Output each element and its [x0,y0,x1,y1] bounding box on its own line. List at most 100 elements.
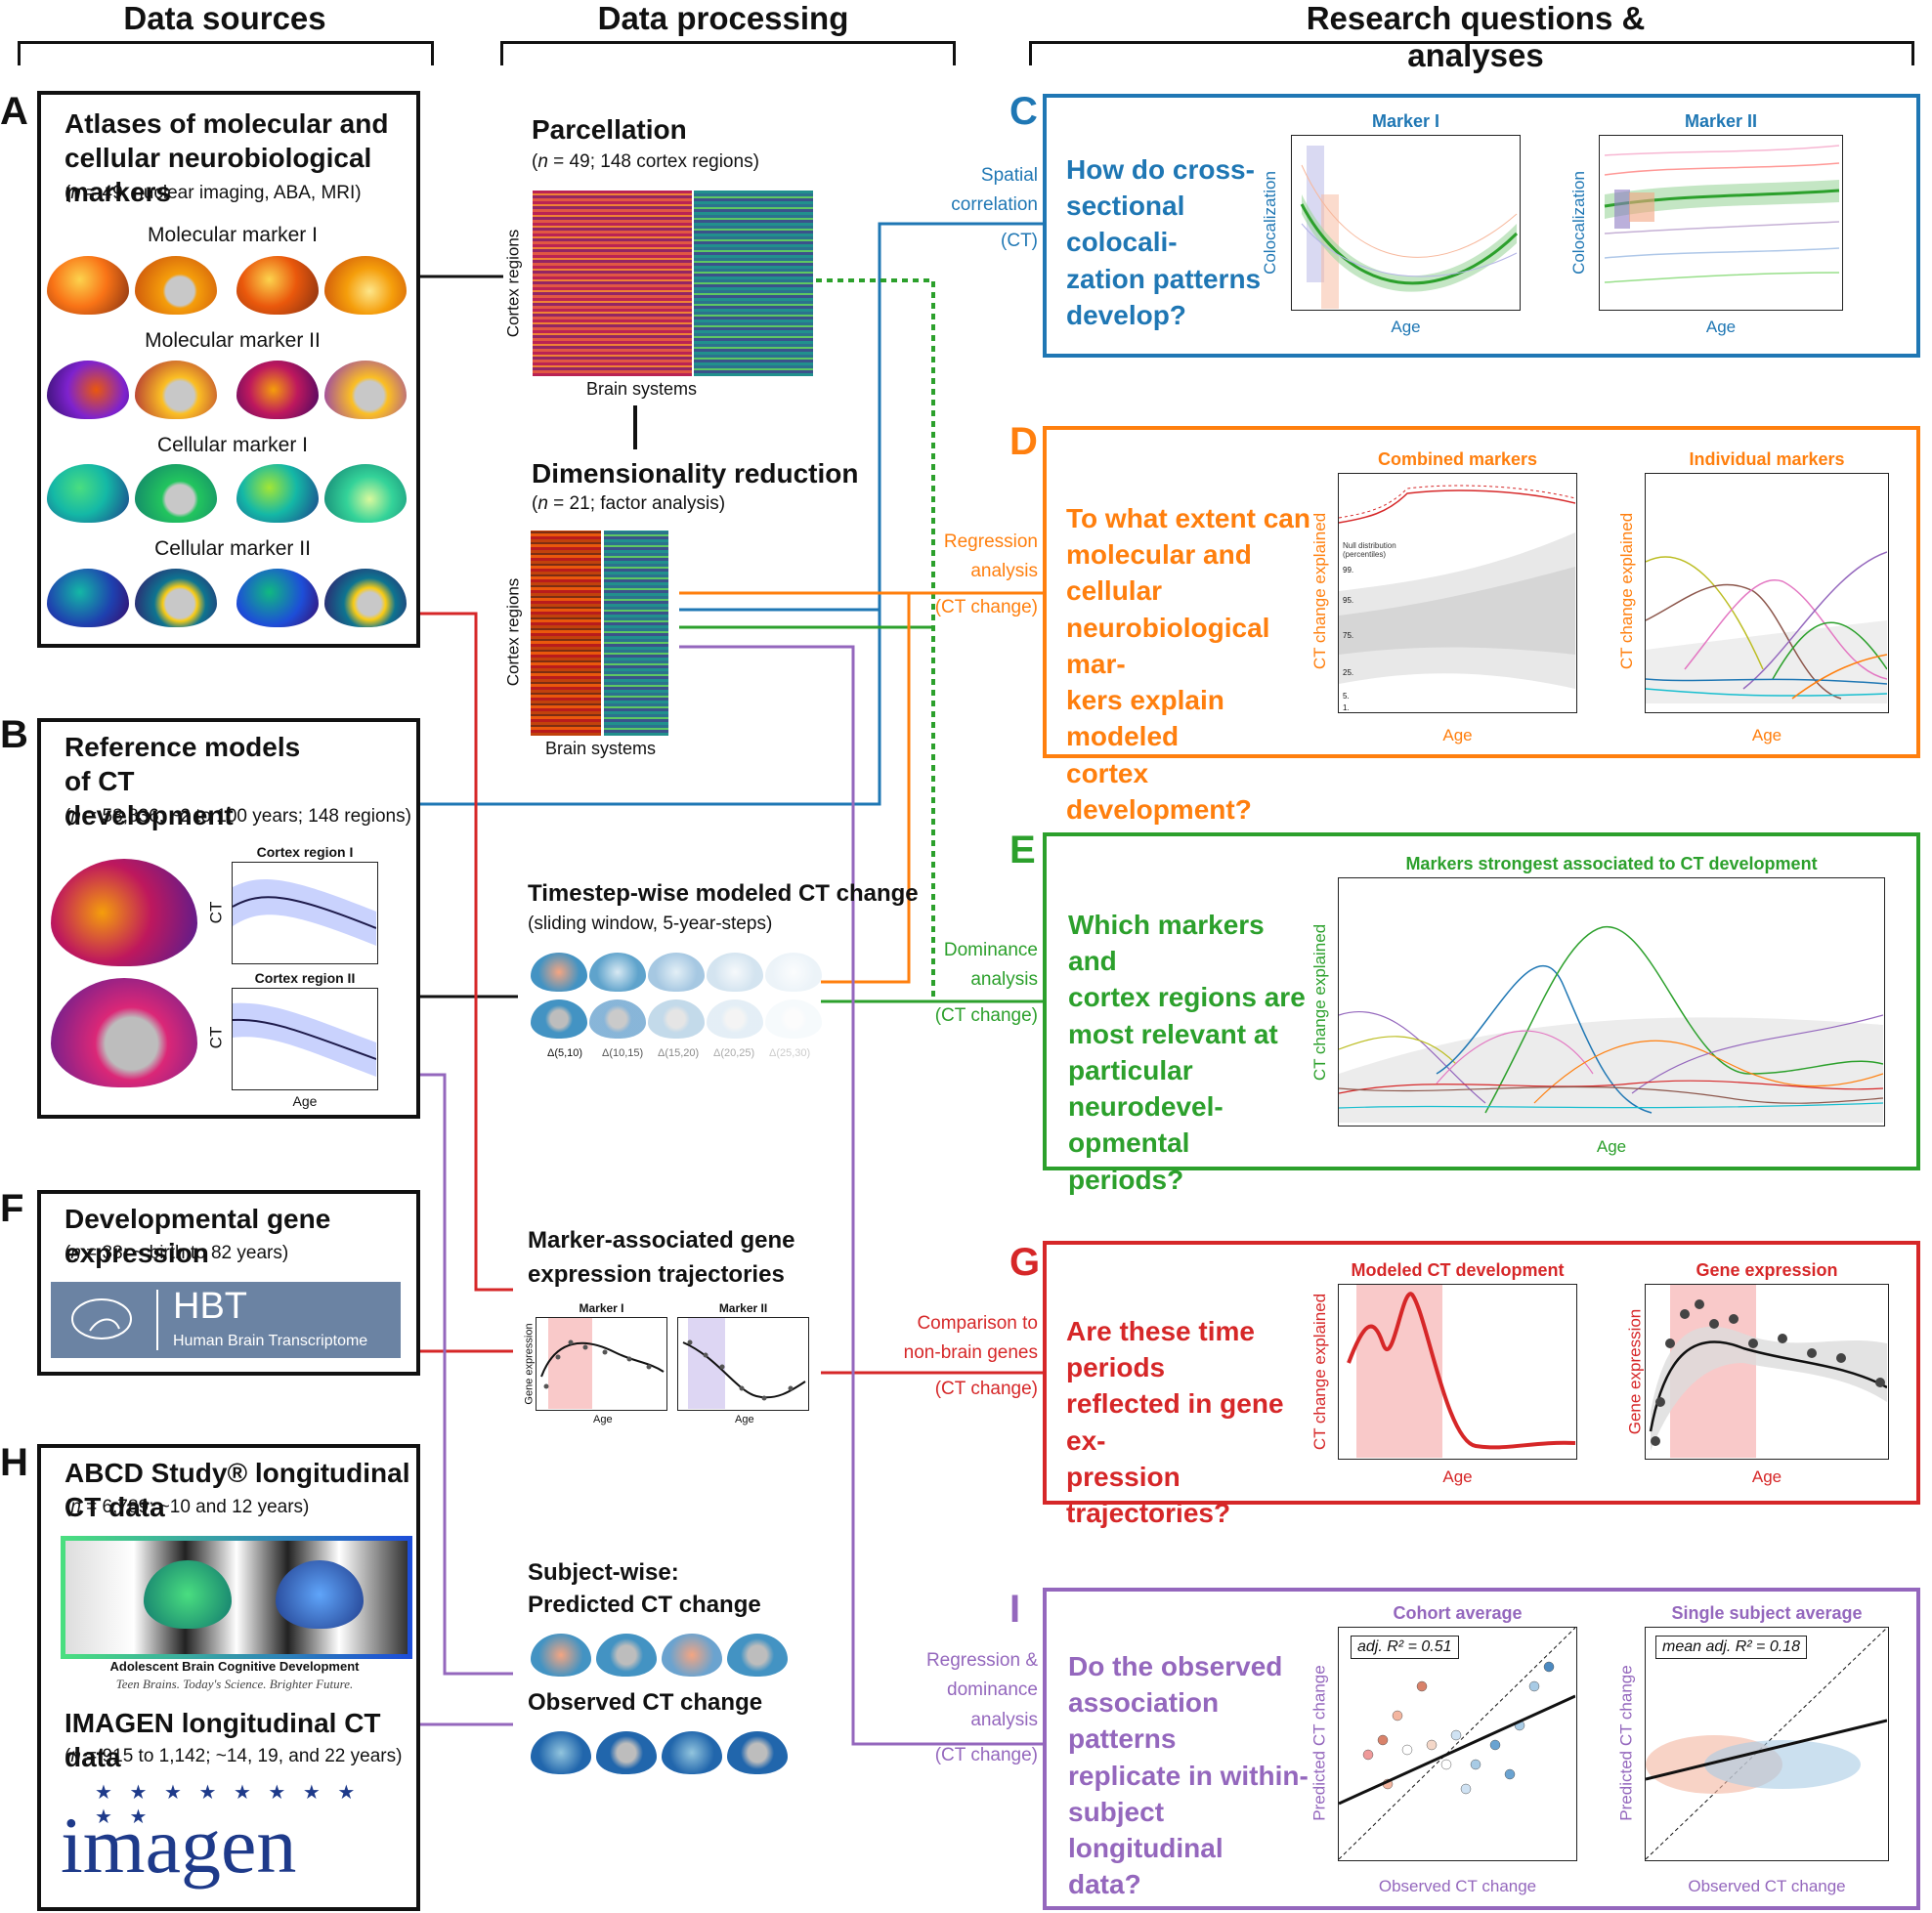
brain-image [324,569,407,627]
brain-image [707,999,763,1039]
question-line: develop? [1066,299,1186,330]
brain-image [648,953,705,992]
bracket-sources [18,41,434,65]
cortex-region-xlabel: Age [292,1093,318,1109]
question-d: To what extent can molecular and cellula… [1066,500,1310,828]
gene-traj-plot-1-svg [540,1318,665,1409]
column-header-processing: Data processing [597,0,849,36]
method-line: (CT change) [934,596,1038,617]
abcd-logo [61,1536,412,1659]
hbt-logo: HBT Human Brain Transcriptome [51,1282,401,1358]
gene-traj-title-2: expression trajectories [528,1261,785,1288]
panel-i-plot2-ylabel: Predicted CT change [1616,1665,1636,1821]
parcellation-heatmap-cool [694,191,813,376]
question-line: particular neurodevel- [1068,1054,1224,1123]
brain-image [589,953,646,992]
panel-h-subtitle-imagen-rest: = 915 to 1,142; ~14, 19, and 22 years) [80,1746,403,1766]
brain-image [727,1731,788,1774]
dimred-ylabel: Cortex regions [503,577,523,687]
panel-d: To what extent can molecular and cellula… [1043,426,1920,825]
abcd-name: Adolescent Brain Cognitive Development [109,1659,360,1674]
cortex-region-2-title: Cortex region II [254,970,356,986]
panel-i-plot2-title: Single subject average [1671,1603,1863,1623]
panel-a-subtitle: (n = 49; nuclear imaging, ABA, MRI) [64,183,362,203]
question-line: cortex development? [1066,757,1252,825]
question-line: reflected in gene ex- [1066,1388,1284,1456]
panel-letter-c: C [1009,90,1038,133]
panel-h-subtitle-abcd: (n = 6,789; ~10 and 12 years) [64,1497,310,1517]
null-distribution-label: Null distribution (percentiles) [1343,541,1396,560]
brain-image [531,1731,591,1774]
panel-b: Reference models of CT development (n = … [37,718,420,1119]
panel-i-plot2-svg [1645,1627,1888,1860]
timestep-label-5: Δ(25,30) [769,1047,811,1059]
panel-a-title: Atlases of molecular and cellular neurob… [64,108,389,207]
brain-image [596,1731,657,1774]
panel-i-plot1-title: Cohort average [1393,1603,1523,1623]
observed-title: Observed CT change [528,1689,763,1716]
brain-image [707,953,763,992]
subject-title-1: Subject-wise: [528,1559,679,1586]
question-line: Which markers and [1068,910,1265,977]
n-symbol: n [537,493,548,514]
method-line: Comparison to [917,1313,1038,1334]
brain-image [236,361,319,419]
method-line: analysis [970,1709,1038,1730]
brain-lateral-image [51,859,197,966]
question-line: kers explain modeled [1066,685,1224,752]
panel-g-plot1-xlabel: Age [1442,1467,1473,1486]
panel-b-subtitle: (n = 58,836; ~2 to 100 years; 148 region… [64,806,411,827]
brain-image [662,1634,722,1677]
panel-c-plot2-title: Marker II [1684,111,1758,131]
cortex-region-2-plot [232,988,378,1090]
timestep-label-4: Δ(20,25) [713,1047,755,1059]
marker-label-cellular-2: Cellular marker II [154,537,311,560]
brain-image [47,464,129,523]
panel-i-plot1: adj. R² = 0.51 [1338,1627,1577,1861]
panel-letter-a: A [0,90,28,133]
n-symbol: n [537,151,548,172]
dimred-xlabel: Brain systems [545,739,657,758]
parcellation-heatmap-warm [533,191,692,376]
panel-h-subtitle-abcd-rest: = 6,789; ~10 and 12 years) [80,1497,310,1517]
panel-c-plot2-xlabel: Age [1705,318,1737,336]
brain-image [531,953,587,992]
question-c: How do cross- sectional colocali- zation… [1066,151,1271,333]
imagen-stars: ★ ★ ★ ★ ★ ★ ★ ★ ★ ★ [95,1782,362,1828]
panel-c-plot1-svg [1300,146,1519,309]
gene-traj-title-1: Marker-associated gene [528,1227,795,1254]
timestep-subtitle: (sliding window, 5-year-steps) [528,914,773,934]
n-symbol: n [70,1497,81,1517]
abcd-brain-blue [276,1560,364,1629]
gene-traj-xlabel-2: Age [735,1414,754,1425]
ct-trajectory-1 [232,879,377,946]
r-squared-badge: adj. R² = 0.51 [1351,1636,1459,1659]
marker-label-molecular-2: Molecular marker II [145,329,321,352]
question-line: How do cross- [1066,154,1255,185]
n-symbol: n [70,183,81,203]
panel-letter-e: E [1009,829,1036,871]
brain-image [324,464,407,523]
panel-d-plot2-title: Individual markers [1689,449,1845,469]
method-line: Dominance [943,940,1038,960]
panel-c-plot1 [1291,135,1521,311]
panel-letter-g: G [1009,1241,1041,1284]
method-label-i: Regression & dominance analysis (CT chan… [860,1646,1038,1771]
brain-image [236,464,319,523]
panel-g-plot1 [1338,1284,1577,1460]
method-line: Regression & [925,1650,1038,1671]
column-header-sources: Data sources [123,0,326,36]
panel-i-plot2-xlabel: Observed CT change [1688,1877,1846,1895]
panel-g-plot2-ylabel: Gene expression [1625,1308,1645,1435]
panel-a: Atlases of molecular and cellular neurob… [37,91,420,648]
marker-label-cellular-1: Cellular marker I [156,434,309,456]
percentile-95: 95. [1343,596,1354,605]
panel-h-title-abcd: ABCD Study® longitudinal CT data [64,1458,410,1522]
panel-h-title-imagen: IMAGEN longitudinal CT data [64,1708,381,1772]
method-line: analysis [970,969,1038,991]
panel-d-plot2-svg [1645,551,1888,703]
method-line: dominance [947,1679,1038,1701]
hbt-logo-text: HBT [173,1286,247,1327]
gene-traj-plot-2-svg [682,1318,806,1409]
panel-letter-d: D [1009,420,1038,463]
